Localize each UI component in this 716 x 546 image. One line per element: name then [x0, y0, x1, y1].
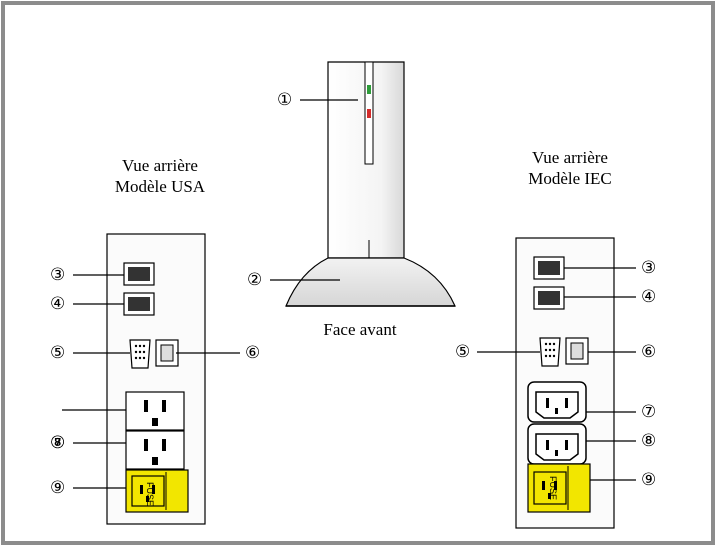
usa-callout-9: ⑨	[50, 478, 66, 497]
usa-callout-8: ⑧	[50, 433, 66, 452]
front-tower	[285, 61, 456, 307]
callout-1: ①	[277, 90, 293, 109]
iec-callout-5: ⑤	[455, 342, 471, 361]
usa-fuse-label: FUSE	[145, 482, 155, 507]
front-view-label: Face avant	[323, 320, 397, 339]
iec-callout-3: ③	[641, 258, 657, 277]
iec-callout-7: ⑦	[641, 402, 657, 421]
usa-callout-7: ⑦	[50, 433, 66, 452]
iec-callout-9: ⑨	[641, 470, 657, 489]
iec-serial-port	[539, 337, 561, 367]
usa-callout-6: ⑥	[245, 343, 261, 362]
iec-callout-6: ⑥	[641, 342, 657, 361]
usa-callout-4: ④	[50, 294, 66, 313]
usa-rear-panel	[106, 233, 206, 525]
tower-base	[285, 257, 456, 307]
iec-callout-8: ⑧	[641, 431, 657, 450]
callout-2: ②	[247, 270, 263, 289]
iec-title-line1: Vue arrière	[532, 148, 608, 167]
led-red	[367, 109, 371, 118]
iec-callout-4: ④	[641, 287, 657, 306]
usa-callout-3: ③	[50, 265, 66, 284]
usa-outlet-upper	[125, 391, 185, 431]
iec-rear-panel	[515, 237, 615, 529]
iec-title-line2: Modèle IEC	[528, 169, 612, 188]
usa-serial-port	[129, 339, 151, 369]
usa-callout-5: ⑤	[50, 343, 66, 362]
led-green	[367, 85, 371, 94]
iec-fuse-label: FUSE	[548, 476, 558, 501]
usa-title-line2: Modèle USA	[114, 177, 206, 196]
usa-title-line1: Vue arrière	[122, 156, 198, 175]
